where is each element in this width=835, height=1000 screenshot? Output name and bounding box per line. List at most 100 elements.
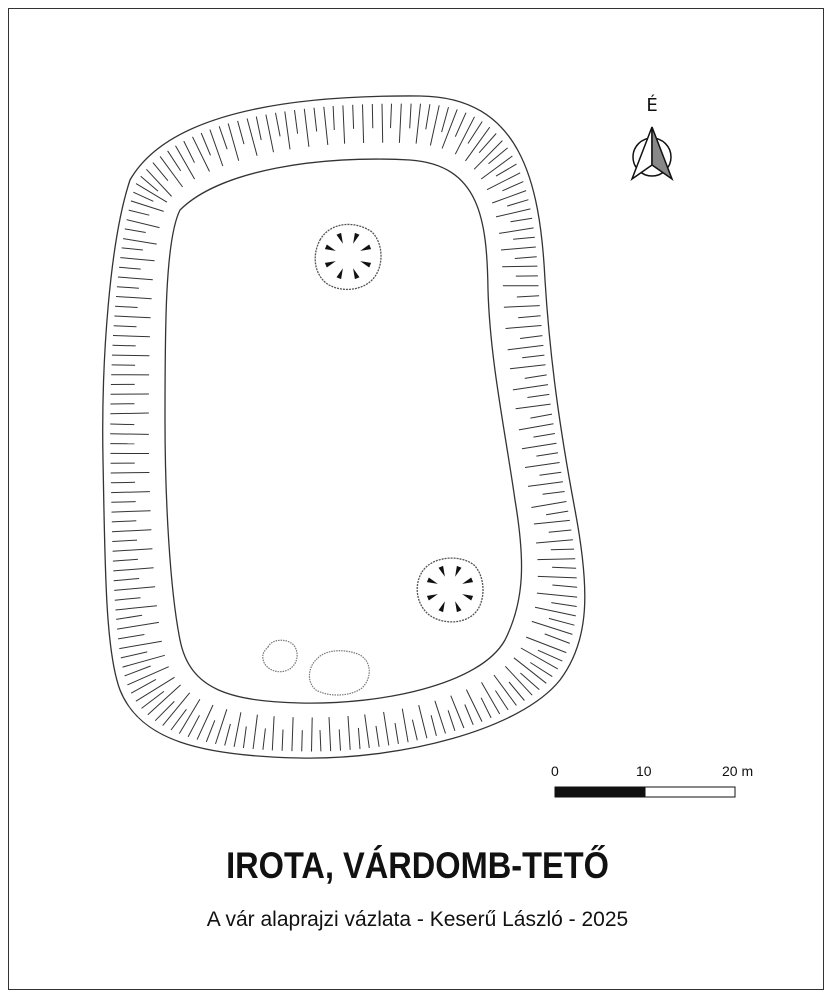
rampart-hachure (291, 717, 294, 752)
rampart-hachure (128, 209, 150, 216)
rampart-hachure (113, 578, 140, 582)
rampart-hachure (536, 452, 559, 457)
rampart-hachure (542, 491, 565, 495)
rampart-hachure (507, 344, 544, 351)
scale-label-20: 20 m (722, 763, 754, 779)
rampart-hachure (527, 481, 563, 487)
pit-hachure (462, 577, 474, 584)
rampart-hachure (371, 103, 374, 129)
rampart-hachure (486, 172, 521, 191)
rampart-hachure (527, 393, 550, 398)
map-title: IROTA, VÁRDOMB-TETŐ (226, 845, 609, 886)
pit-hachure (455, 601, 462, 613)
rampart-hachure (110, 433, 149, 435)
rampart-hachure (116, 286, 139, 289)
rampart-hachure (536, 539, 573, 544)
rampart-hachure (480, 697, 492, 719)
rampart-hachure (200, 132, 211, 156)
rampart-hachure (409, 103, 412, 129)
rampart-hachure (492, 190, 527, 204)
rampart-hachure (111, 491, 150, 494)
rampart-hachure (112, 548, 153, 552)
rampart-hachure (227, 123, 240, 161)
rampart-hachure (347, 715, 351, 750)
rampart-hachure (503, 305, 540, 308)
rampart-hachure (284, 111, 291, 150)
rampart-hachure (303, 108, 310, 147)
rampart-hachure (441, 106, 449, 133)
pit-hachure (324, 244, 336, 251)
rampart-hachure (209, 129, 224, 167)
rampart-hachure (526, 636, 567, 654)
rampart-hachure (126, 219, 160, 229)
pit-hachure (336, 268, 343, 280)
rampart-hachure (381, 103, 384, 143)
rampart-hachure (537, 558, 576, 561)
rampart-hachure (495, 163, 517, 177)
rampart-hachure (152, 162, 169, 182)
rampart-hachure (115, 605, 157, 611)
rampart-hachure (513, 657, 547, 684)
rampart-hachure (515, 403, 551, 410)
rampart-hachure (495, 208, 531, 218)
rampart-hachure (124, 228, 146, 233)
rampart-hachure (454, 116, 475, 155)
rampart-hachure (111, 520, 137, 523)
mound-small (262, 639, 298, 673)
pit-hachure (438, 601, 445, 613)
rampart-hachure (121, 247, 143, 251)
rampart-hachure (111, 510, 151, 513)
scale-label-10: 10 (636, 763, 652, 779)
rampart-hachure (537, 575, 577, 579)
rampart-hachures (110, 103, 578, 752)
scale-bar (554, 786, 736, 798)
rampart-hachure (500, 246, 536, 251)
rampart-hachure (518, 315, 541, 319)
rampart-hachure (533, 433, 555, 438)
rampart-hachure (170, 709, 187, 731)
rampart-hachure (196, 704, 214, 740)
rampart-hachure (502, 265, 538, 268)
north-label: É (646, 95, 658, 116)
rampart-hachure (520, 647, 559, 670)
rampart-hachure (398, 103, 402, 143)
rampart-hachure (464, 704, 474, 725)
rampart-hachure (505, 325, 542, 329)
rampart-hachure (114, 597, 141, 601)
rampart-hachure (537, 649, 563, 662)
rampart-hachure (508, 681, 525, 701)
rampart-hachure (110, 472, 150, 474)
rampart-hachure (271, 716, 275, 751)
rampart-hachure (534, 606, 576, 617)
rampart-hachure (117, 276, 153, 281)
rampart-hachure (506, 199, 529, 207)
rampart-outer-edge (102, 95, 586, 759)
rampart-hachure (133, 191, 154, 202)
rampart-hachure (467, 121, 483, 144)
rampart-hachure (513, 236, 535, 240)
rampart-hachure (338, 729, 341, 751)
pit-hachure (462, 594, 474, 601)
rampart-hachure (539, 471, 562, 476)
rampart-hachure (390, 103, 392, 129)
rampart-hachure (127, 666, 169, 686)
pit-hachure (360, 261, 372, 268)
pit-hachure (360, 244, 372, 251)
rampart-hachure (233, 712, 242, 747)
north-arrow-icon (630, 126, 674, 182)
rampart-hachure (394, 722, 399, 744)
rampart-hachure (328, 717, 332, 752)
rampart-hachure (552, 584, 578, 588)
rampart-hachure (115, 296, 152, 300)
rampart-hachure (120, 257, 155, 262)
rampart-hachure (512, 384, 549, 391)
rampart-hachure (375, 725, 380, 747)
rampart-hachure (464, 126, 491, 162)
rampart-hachure (319, 730, 322, 752)
rampart-hachure (551, 602, 577, 607)
rampart-hachure (520, 335, 543, 339)
rampart-hachure (465, 689, 483, 722)
pit-hachure (353, 232, 360, 244)
rampart-hachure (187, 715, 200, 738)
